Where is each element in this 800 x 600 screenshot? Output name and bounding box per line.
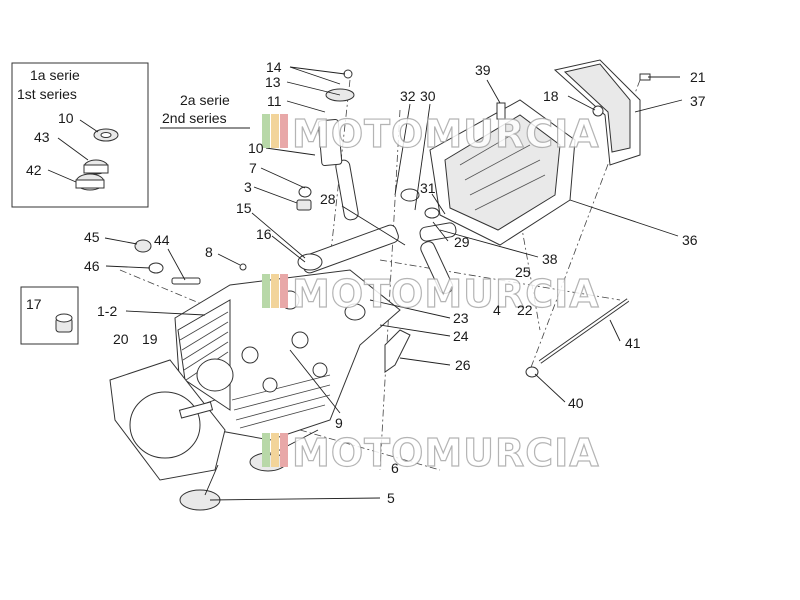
callout-26: 26 (455, 357, 471, 373)
callout-16: 16 (256, 226, 272, 242)
callout-11: 11 (267, 93, 282, 109)
callout-3: 3 (244, 179, 252, 195)
callout-9: 9 (335, 415, 343, 431)
callout-10-inset: 10 (58, 110, 74, 126)
leader-lines (47, 66, 683, 501)
callout-17: 17 (26, 296, 42, 312)
callout-21: 21 (690, 69, 706, 85)
callout-14: 14 (266, 59, 282, 75)
callout-44: 44 (154, 232, 170, 248)
watermark-3: MOTOMURCIA (262, 430, 600, 476)
callout-19: 19 (142, 331, 158, 347)
callout-22: 22 (517, 302, 533, 318)
callout-23: 23 (453, 310, 469, 326)
callout-36: 36 (682, 232, 698, 248)
watermark-text-1: MOTOMURCIA (292, 112, 600, 156)
callout-40: 40 (568, 395, 584, 411)
callout-41: 41 (625, 335, 641, 351)
callout-labels: 14 13 11 10 43 42 10 7 3 15 16 8 45 44 4… (26, 59, 706, 506)
inset-2-line1: 2a serie (180, 92, 230, 108)
callout-39: 39 (475, 62, 491, 78)
callout-6: 6 (391, 460, 399, 476)
watermark-text-3: MOTOMURCIA (292, 431, 600, 475)
watermark-text-2: MOTOMURCIA (292, 272, 600, 316)
callout-46: 46 (84, 258, 100, 274)
watermark-2: MOTOMURCIA (262, 271, 600, 317)
callout-31: 31 (420, 180, 436, 196)
cylinder-head (174, 269, 401, 441)
callout-29: 29 (454, 234, 470, 250)
callout-30: 30 (420, 88, 436, 104)
callout-42: 42 (26, 162, 42, 178)
inset-2-line2: 2nd series (162, 110, 227, 126)
rocker-assembly (134, 69, 651, 373)
callout-45: 45 (84, 229, 100, 245)
callout-43: 43 (34, 129, 50, 145)
inset-1st-series: 1a serie 1st series (11, 62, 149, 208)
callout-25: 25 (515, 264, 531, 280)
callout-5: 5 (387, 490, 395, 506)
watermark-group: MOTOMURCIA MOTOMURCIA MOTOMURCIA (262, 111, 600, 476)
callout-32: 32 (400, 88, 416, 104)
inset-1-line1: 1a serie (30, 67, 80, 83)
callout-4: 4 (493, 302, 501, 318)
callout-20: 20 (113, 331, 129, 347)
inset-1-line2: 1st series (17, 86, 77, 102)
callout-15: 15 (236, 200, 252, 216)
callout-10: 10 (248, 140, 264, 156)
cover-guard (553, 59, 641, 166)
inset-2nd-series-label: 2a serie 2nd series (162, 92, 230, 126)
callout-38: 38 (542, 251, 558, 267)
watermark-1: MOTOMURCIA (262, 111, 600, 157)
callout-37: 37 (690, 93, 706, 109)
callout-13: 13 (265, 74, 281, 90)
valve-cover (429, 99, 576, 246)
callout-18: 18 (543, 88, 559, 104)
head-gasket (109, 359, 226, 481)
inset-part-17 (20, 286, 79, 345)
callout-24: 24 (453, 328, 469, 344)
callout-28: 28 (320, 191, 336, 207)
callout-8: 8 (205, 244, 213, 260)
callout-7: 7 (249, 160, 257, 176)
callout-1-2: 1-2 (97, 303, 117, 319)
